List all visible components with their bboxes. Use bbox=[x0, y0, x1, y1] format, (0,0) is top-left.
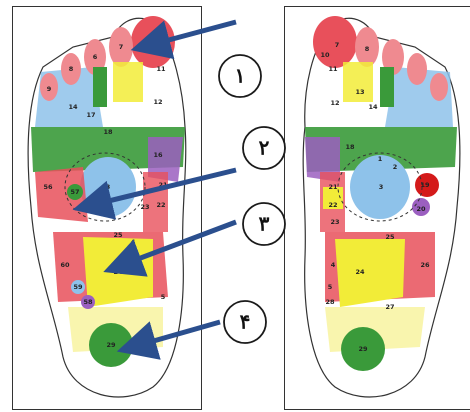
callout-4: ۴ bbox=[224, 301, 266, 343]
right-zone-label: 4 bbox=[331, 261, 336, 269]
left-zone-label: 16 bbox=[153, 151, 163, 159]
left-zone-label: 12 bbox=[153, 98, 162, 106]
left-zone-label: 22 bbox=[156, 201, 165, 209]
right-zone-label: 27 bbox=[385, 303, 394, 311]
callout-4-number: ۴ bbox=[240, 310, 251, 334]
right-zone-label: 13 bbox=[355, 88, 364, 96]
left-zone-label: 8 bbox=[69, 65, 74, 73]
right-toe-5 bbox=[430, 73, 448, 101]
right-zone-label: 8 bbox=[365, 45, 370, 53]
left-zone-label: 10 bbox=[148, 33, 158, 41]
right-zone-label: 5 bbox=[328, 283, 333, 291]
left-zone-label: 60 bbox=[60, 261, 70, 269]
right-zone-label: 14 bbox=[368, 103, 378, 111]
left-zone-label: 17 bbox=[86, 111, 95, 119]
left-yellow-toe-zone bbox=[113, 62, 143, 102]
right-yellow-intestine-zone bbox=[335, 239, 405, 307]
right-green-toe-zone bbox=[380, 67, 394, 107]
callout-2: ۲ bbox=[243, 127, 285, 169]
left-green-toe-zone bbox=[93, 67, 107, 107]
right-zone-label: 25 bbox=[385, 233, 395, 241]
left-zone-label: 5 bbox=[161, 293, 166, 301]
left-zone-label: 14 bbox=[68, 103, 78, 111]
left-zone-label: 21 bbox=[158, 181, 168, 189]
left-zone-label: 57 bbox=[70, 188, 79, 196]
right-zone-label: 24 bbox=[355, 268, 365, 276]
callout-2-number: ۲ bbox=[259, 136, 270, 160]
left-zone-label: 25 bbox=[113, 231, 123, 239]
right-toe-4 bbox=[407, 53, 427, 85]
right-zone-label: 28 bbox=[325, 298, 335, 306]
left-zone-label: 24 bbox=[113, 268, 123, 276]
right-zone-label: 22 bbox=[328, 201, 337, 209]
right-zone-label: 1 bbox=[378, 155, 383, 163]
left-zone-label: 59 bbox=[73, 283, 83, 291]
left-zone-label: 18 bbox=[103, 128, 113, 136]
right-zone-label: 7 bbox=[335, 41, 340, 49]
right-zone-label: 20 bbox=[416, 205, 426, 213]
callout-3: ۳ bbox=[243, 203, 285, 245]
left-zone-label: 11 bbox=[156, 65, 166, 73]
right-zone-label: 29 bbox=[358, 345, 368, 353]
right-zone-label: 23 bbox=[330, 218, 339, 226]
left-zone-label: 7 bbox=[119, 43, 124, 51]
left-zone-label: 6 bbox=[93, 53, 98, 61]
left-zone-label: 58 bbox=[83, 298, 93, 306]
right-zone-label: 3 bbox=[379, 183, 384, 191]
right-zone-label: 11 bbox=[328, 65, 338, 73]
right-zone-label: 21 bbox=[328, 183, 338, 191]
callout-1-number: ۱ bbox=[235, 64, 246, 88]
left-zone-label: 56 bbox=[43, 183, 53, 191]
left-big-toe bbox=[131, 16, 175, 68]
left-zone-label: 3 bbox=[106, 183, 111, 191]
left-zone-label: 9 bbox=[47, 85, 52, 93]
callout-3-number: ۳ bbox=[259, 212, 270, 236]
left-zone-label: 23 bbox=[140, 203, 149, 211]
right-yellow-toe-zone bbox=[343, 62, 373, 102]
left-zone-label: 4 bbox=[131, 238, 136, 246]
right-zone-label: 10 bbox=[320, 51, 330, 59]
callout-1: ۱ bbox=[219, 55, 261, 97]
right-zone-label: 19 bbox=[420, 181, 430, 189]
right-zone-label: 12 bbox=[330, 99, 339, 107]
right-zone-label: 26 bbox=[420, 261, 430, 269]
right-zone-label: 2 bbox=[393, 163, 398, 171]
left-zone-label: 29 bbox=[106, 341, 116, 349]
right-zone-label: 18 bbox=[345, 143, 355, 151]
